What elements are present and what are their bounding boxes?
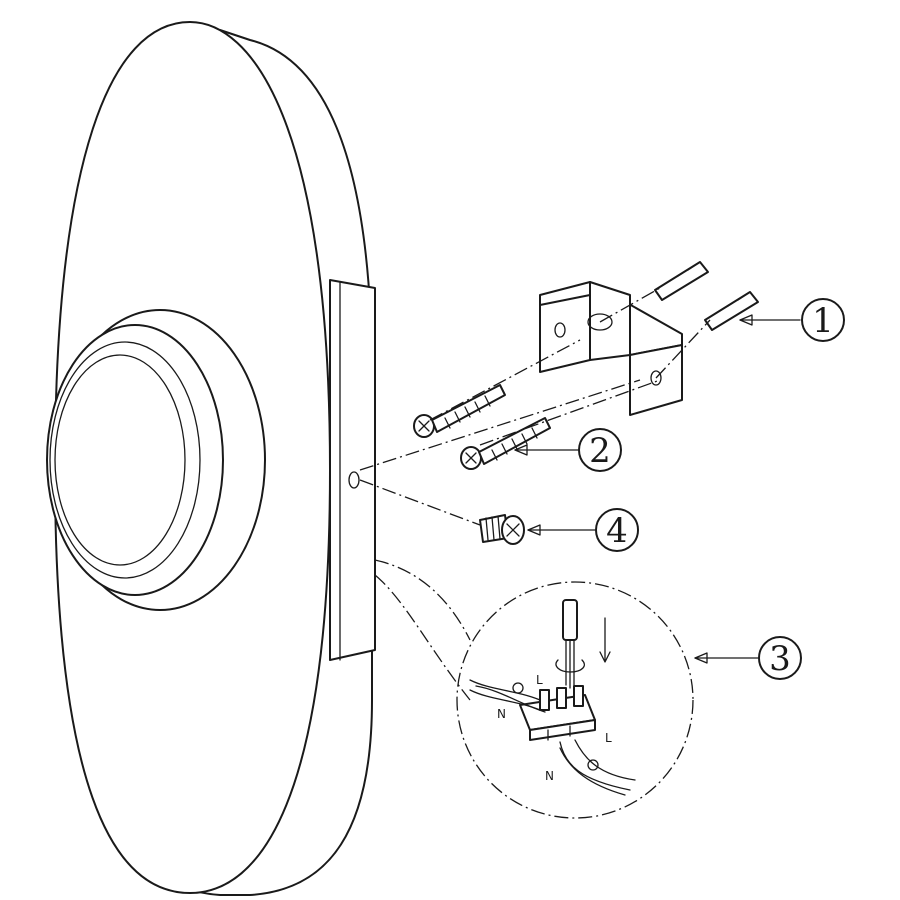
back-box <box>329 279 376 661</box>
mounting-bracket <box>539 281 683 416</box>
wall-plug <box>704 291 759 331</box>
earth-ground-symbol <box>587 759 599 771</box>
wire-label-neutral-top: N <box>497 707 506 721</box>
screwdriver-icon <box>562 599 578 689</box>
cable-output <box>559 739 636 796</box>
wire-label-neutral-bottom: N <box>545 769 554 783</box>
wire-label-live-top: L <box>536 673 543 687</box>
central-ring <box>46 309 266 611</box>
earth-ground-symbol <box>512 682 524 694</box>
cable-input <box>469 679 546 713</box>
terminal-block <box>519 685 596 741</box>
rotate-icon <box>555 659 585 673</box>
wall-plugs <box>654 261 759 331</box>
small-screw <box>479 514 525 545</box>
callout-number-2: 2 <box>589 431 611 471</box>
callout-number-4: 4 <box>606 511 628 551</box>
arrow-down-icon <box>599 617 611 663</box>
callout-2: 2 <box>514 428 622 472</box>
detail-leader <box>374 559 471 701</box>
callout-4: 4 <box>527 508 639 552</box>
long-screw <box>413 384 506 438</box>
long-screw <box>460 417 551 470</box>
fixing-hole <box>348 471 360 489</box>
callout-number-3: 3 <box>769 639 791 679</box>
wall-plug <box>654 261 709 301</box>
callout-number-1: 1 <box>812 301 834 341</box>
long-screws <box>413 384 551 470</box>
assembly-guide-lines <box>359 287 711 526</box>
callout-3: 3 <box>694 636 802 680</box>
callout-1: 1 <box>739 298 845 342</box>
wiring-detail-circle: L N L N <box>456 581 694 819</box>
wire-label-live-bottom: L <box>605 731 612 745</box>
